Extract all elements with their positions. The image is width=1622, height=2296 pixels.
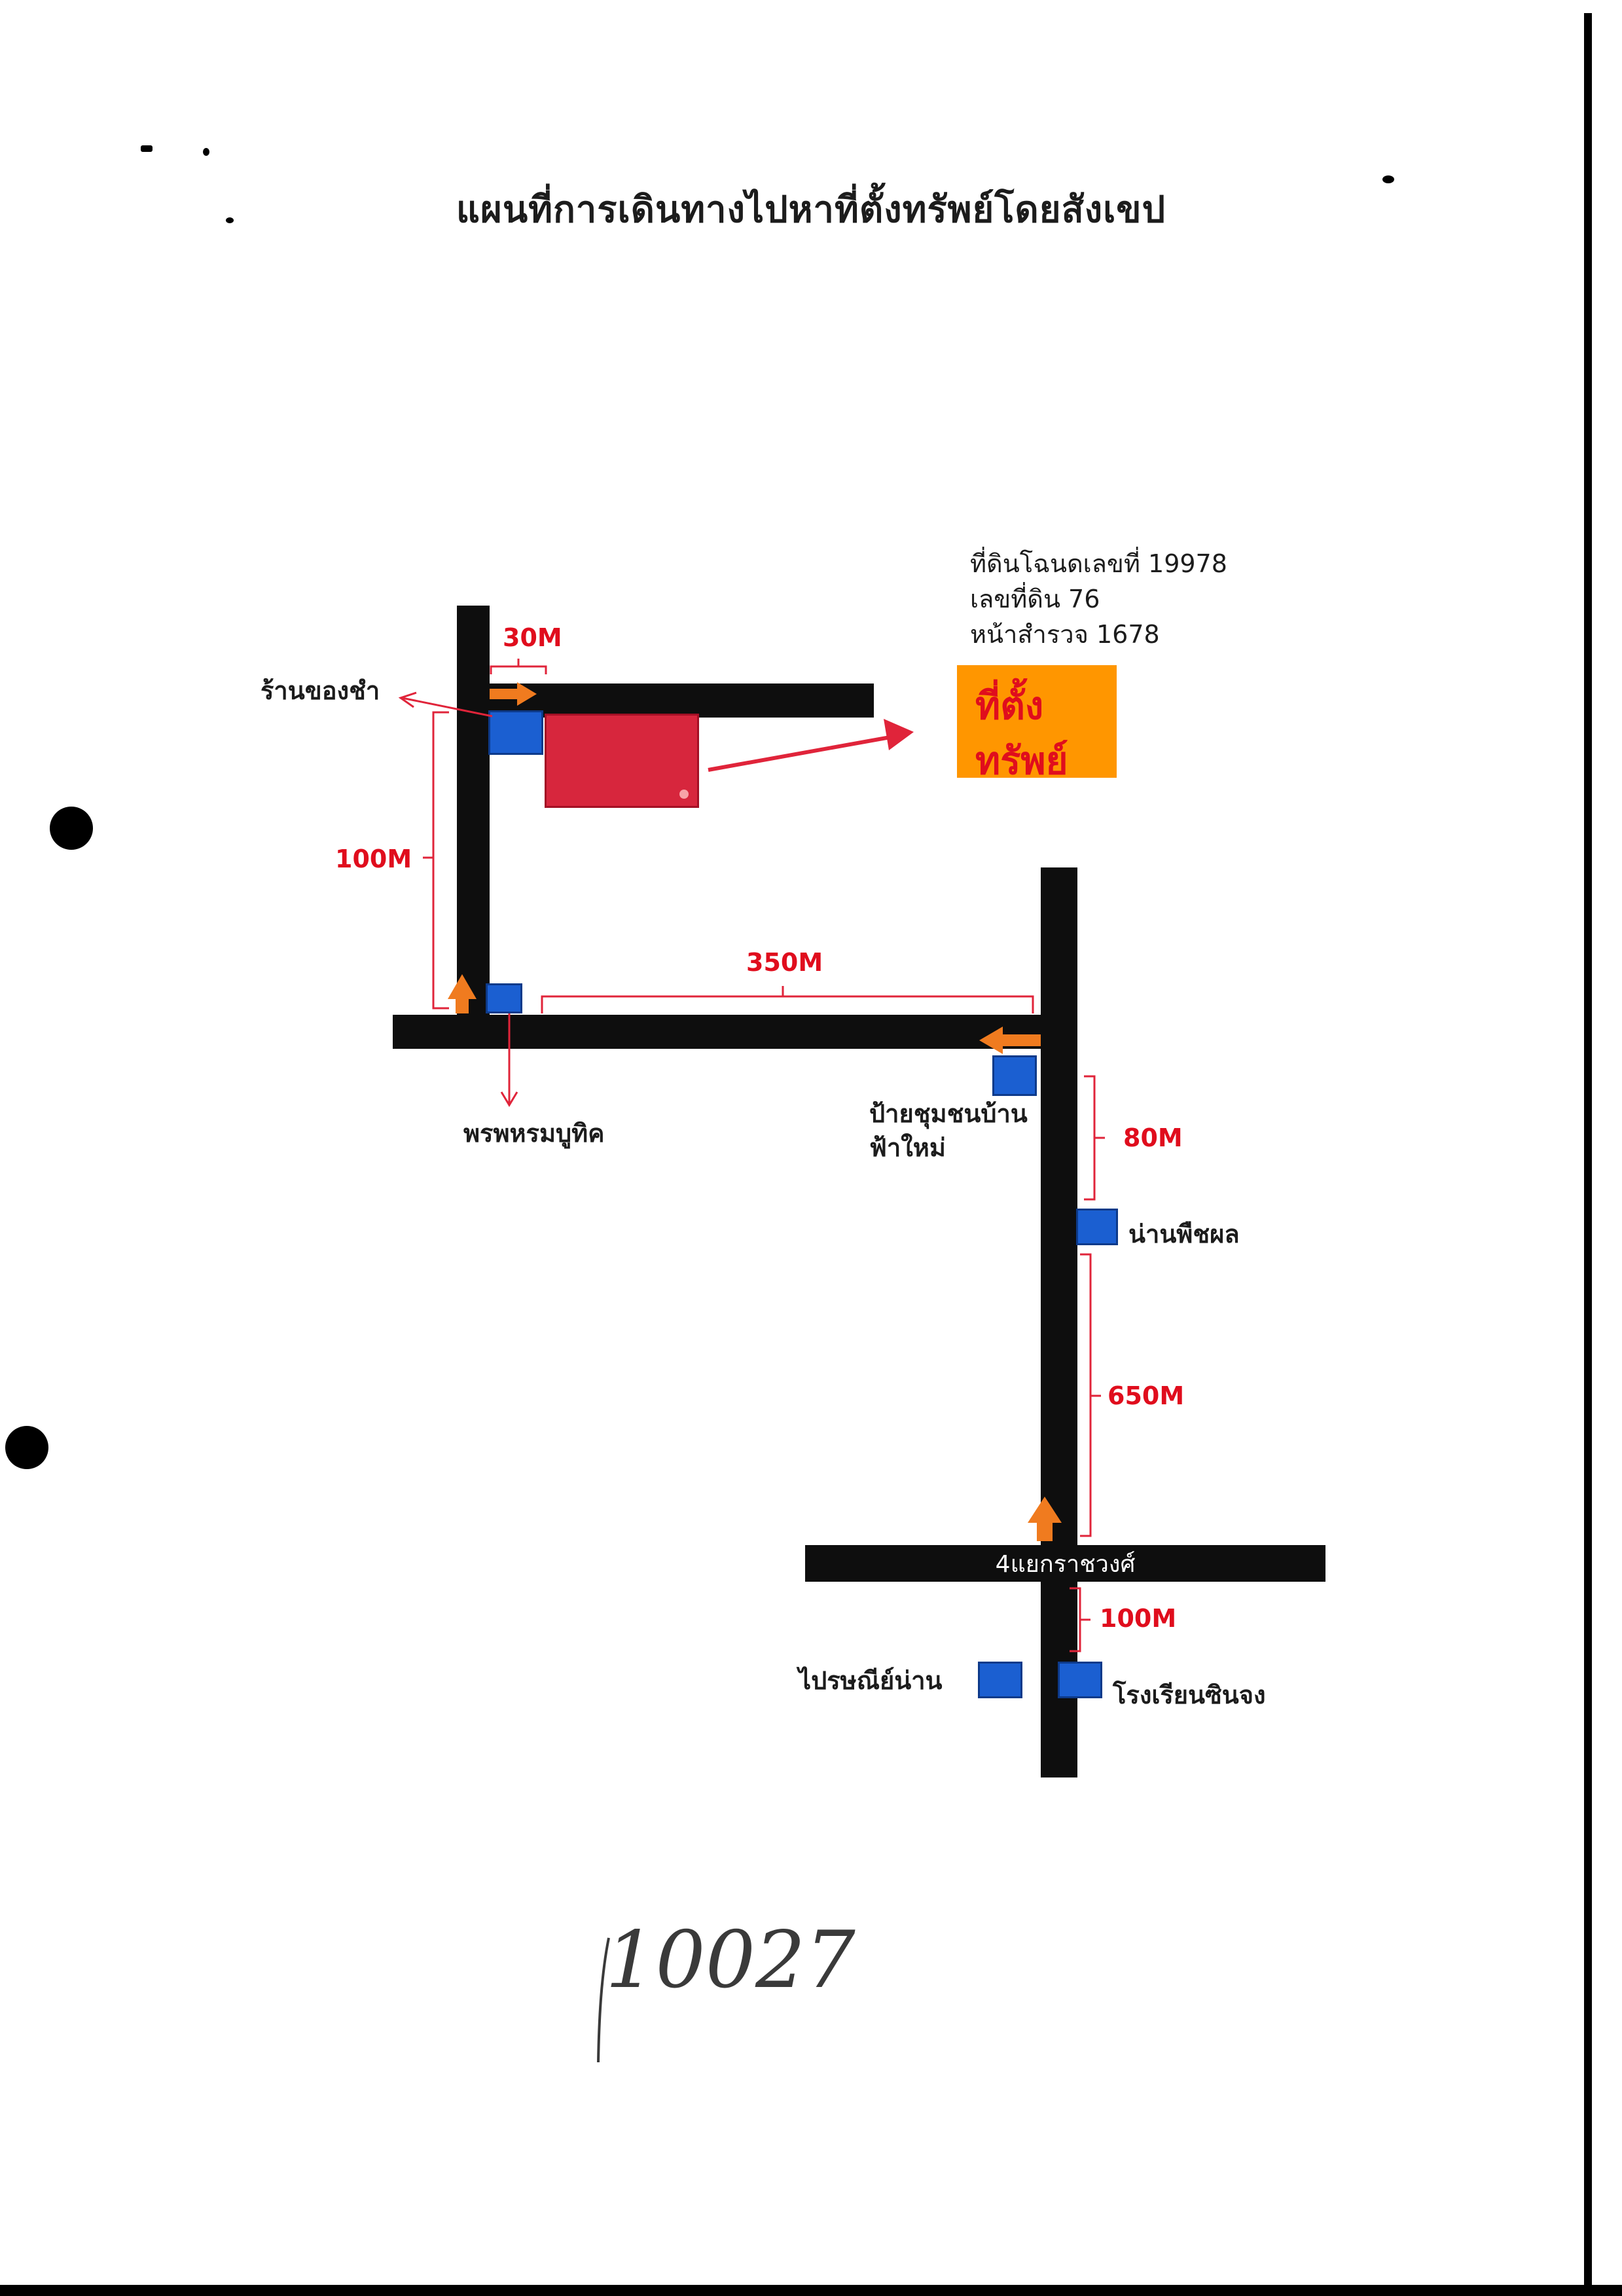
road-middle-horizontal <box>393 1015 1041 1049</box>
distance-650m: 650M <box>1108 1381 1185 1410</box>
road-label-ratchawong: 4แยกราชวงศ์ <box>995 1550 1136 1578</box>
distance-80m: 80M <box>1123 1123 1183 1152</box>
label-community-sign-line1: ป้ายชุมชนบ้าน <box>869 1099 1028 1128</box>
label-post-office: ไปรษณีย์น่าน <box>799 1666 943 1695</box>
road-ratchawong-intersection: 4แยกราชวงศ์ <box>805 1545 1325 1582</box>
label-boutique: พรพหรมบูทิค <box>463 1119 605 1148</box>
distance-100m-left: 100M <box>335 845 412 873</box>
leader-arrow-shop <box>398 691 493 718</box>
direction-arrow-left <box>979 1027 1041 1054</box>
label-community-sign-line2: ฟ้าใหม่ <box>869 1133 946 1162</box>
map-title: แผนที่การเดินทางไปหาที่ตั้งทรัพย์โดยสังเ… <box>456 189 1166 231</box>
label-nan-crops: น่านพืชผล <box>1128 1220 1240 1248</box>
scan-speck <box>203 148 209 156</box>
handwriting-stroke <box>597 1937 610 2063</box>
distance-30m: 30M <box>503 623 562 652</box>
road-top-horizontal <box>484 683 874 718</box>
road-left-vertical <box>457 606 490 1040</box>
landmark-boutique <box>486 983 522 1013</box>
scan-edge-right <box>1584 13 1592 2296</box>
scan-edge-bottom <box>0 2285 1622 2296</box>
road-right-vertical <box>1041 867 1077 1777</box>
distance-350m: 350M <box>746 948 823 977</box>
landmark-community-sign <box>992 1055 1037 1096</box>
leader-arrow-boutique <box>500 1013 518 1107</box>
direction-arrow-right <box>490 682 537 706</box>
dimension-100m-left <box>423 711 449 1010</box>
dimension-100m-bottom <box>1070 1587 1090 1652</box>
deed-number: ที่ดินโฉนดเลขที่ 19978 <box>970 549 1227 578</box>
landmark-post-office <box>978 1662 1022 1698</box>
dimension-350m <box>541 986 1034 1013</box>
scan-speck <box>141 145 153 152</box>
punch-hole-bottom <box>5 1426 48 1469</box>
distance-100m-bottom: 100M <box>1100 1604 1177 1633</box>
label-school: โรงเรียนซินจง <box>1113 1681 1266 1709</box>
dimension-80m <box>1084 1075 1105 1201</box>
punch-hole-top <box>50 807 93 850</box>
deed-info: ที่ดินโฉนดเลขที่ 19978 เลขที่ดิน 76 หน้า… <box>970 546 1227 652</box>
parcel-marker <box>679 790 689 799</box>
survey-page: หน้าสำรวจ 1678 <box>970 620 1160 649</box>
dimension-650m <box>1080 1253 1101 1537</box>
landmark-school <box>1058 1662 1102 1698</box>
direction-arrow-up-bottom <box>1028 1497 1062 1541</box>
landmark-shop <box>488 710 543 755</box>
landmark-nan-crops <box>1076 1209 1118 1245</box>
property-parcel <box>545 714 699 808</box>
scan-speck <box>226 217 234 223</box>
dimension-30m <box>490 659 547 674</box>
scan-speck <box>1382 175 1394 183</box>
land-number: เลขที่ดิน 76 <box>970 585 1100 613</box>
pointer-arrow-to-property <box>708 719 914 772</box>
label-shop: ร้านของชำ <box>261 676 380 705</box>
property-label-line2: ทรัพย์ <box>975 738 1068 783</box>
handwritten-note: 10027 <box>605 1915 856 2006</box>
property-location-box: ที่ตั้ง ทรัพย์ <box>957 665 1117 783</box>
property-label-line1: ที่ตั้ง <box>975 683 1044 728</box>
direction-arrow-up-left <box>448 974 477 1013</box>
